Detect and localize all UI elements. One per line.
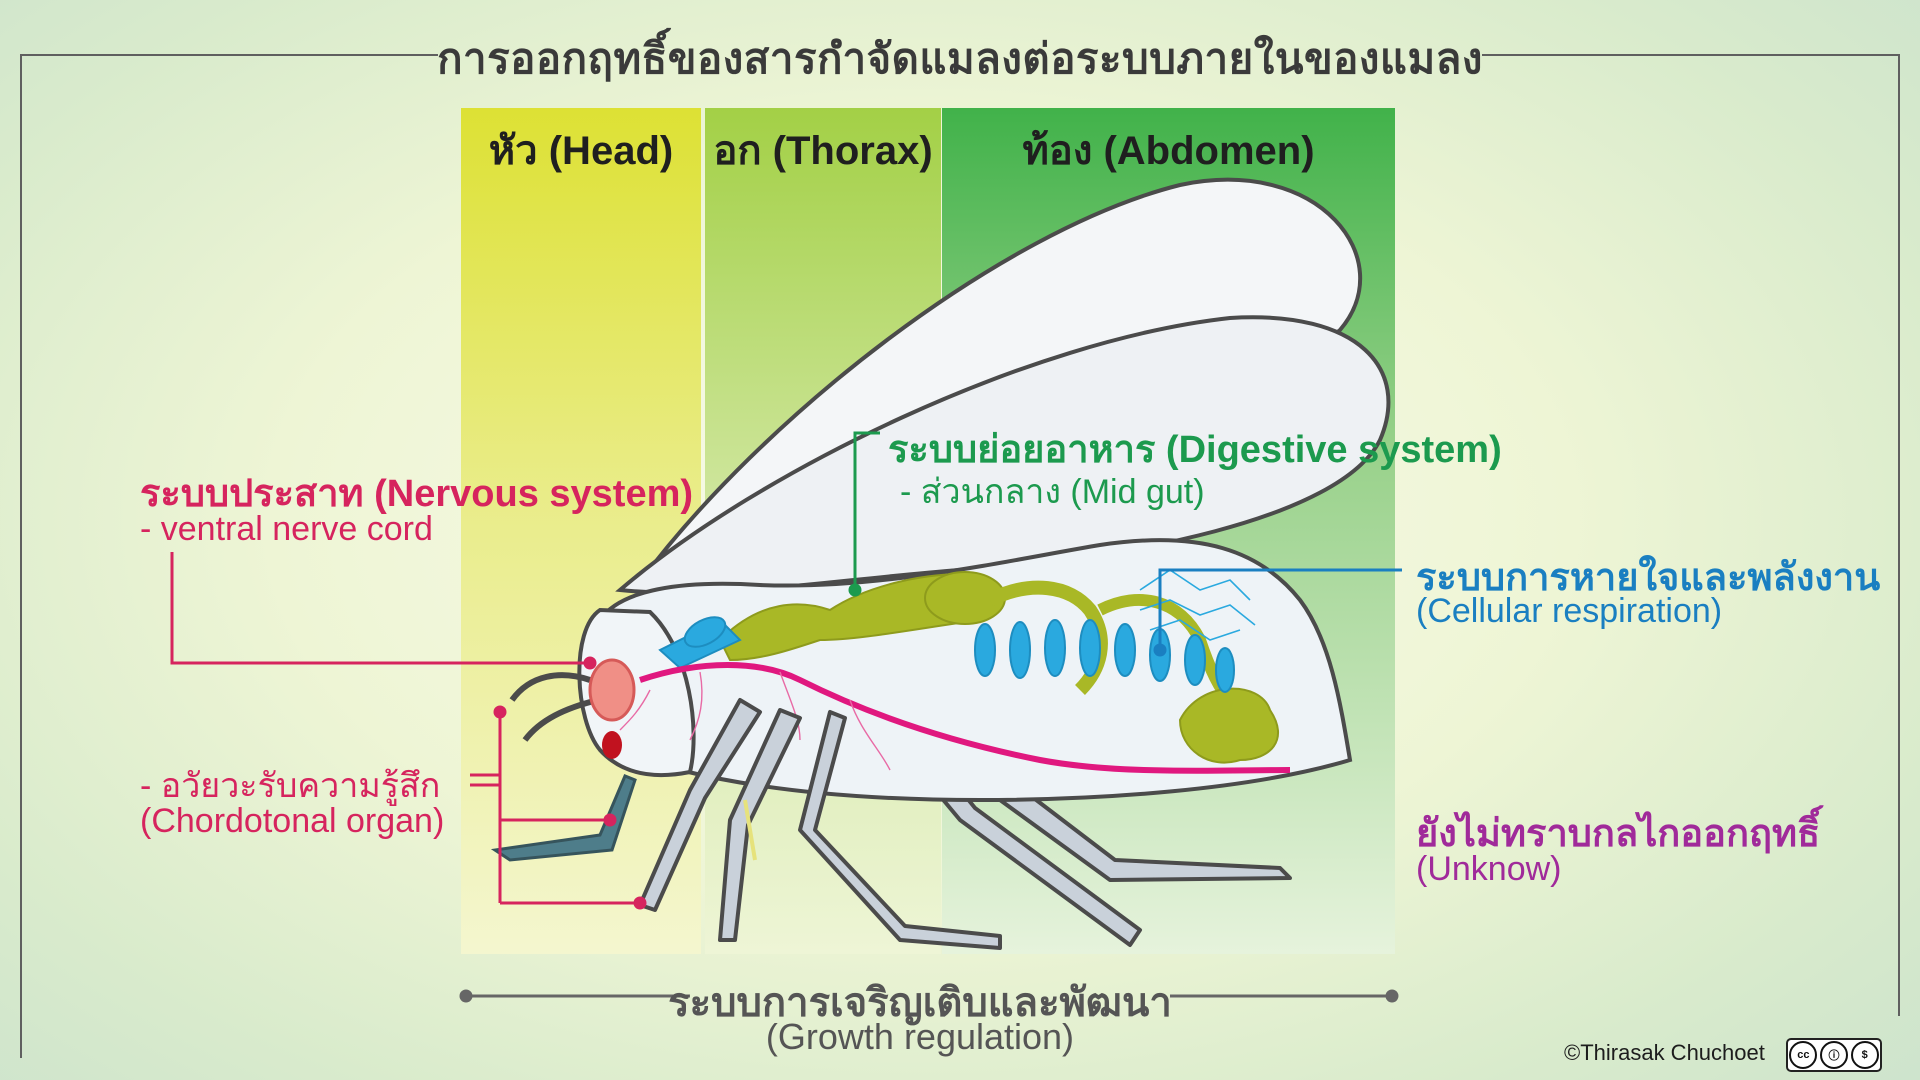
antenna-icon	[522, 697, 599, 742]
growth-sub: (Growth regulation)	[765, 1016, 1075, 1057]
frame-right	[1898, 54, 1900, 1016]
growth-title: ระบบการเจริญเติบและพัฒนา	[668, 981, 1172, 1025]
cc-license-icon: cc ⓘ $	[1786, 1038, 1882, 1072]
frame-left	[20, 54, 22, 1058]
unknown-title: ยังไม่ทราบกลไกออกฤทธิ์	[1416, 813, 1821, 855]
chordotonal-leader	[470, 705, 647, 910]
nervous-system-title: ระบบประสาท (Nervous system)	[140, 473, 694, 515]
lower-wing	[615, 315, 1391, 595]
tracheal-system	[658, 616, 1235, 693]
page-title: การออกฤทธิ์ของสารกำจัดแมลงต่อระบบภายในขอ…	[437, 35, 1483, 82]
ventral-nerve-cord	[639, 662, 1291, 774]
antenna-icon	[509, 672, 591, 702]
eye-icon	[602, 731, 622, 759]
unknown-sub: (Unknow)	[1416, 850, 1562, 888]
chordotonal-organ-en: (Chordotonal organ)	[140, 802, 445, 840]
nervous-system-sub: - ventral nerve cord	[140, 510, 433, 548]
leg-joint	[743, 799, 757, 861]
by-icon: ⓘ	[1819, 1041, 1848, 1069]
head-label: หัว (Head)	[488, 129, 674, 173]
brain-icon	[588, 658, 636, 722]
abdomen-label: ท้อง (Abdomen)	[1022, 129, 1315, 173]
digestive-system-title: ระบบย่อยอาหาร (Digestive system)	[888, 429, 1502, 471]
nervous-leader	[170, 552, 597, 670]
frame-top-right	[1482, 54, 1900, 56]
respiration-title: ระบบการหายใจและพลังงาน	[1416, 557, 1881, 599]
cc-logo-icon: cc	[1789, 1041, 1818, 1069]
digestive-system-sub: - ส่วนกลาง (Mid gut)	[900, 473, 1205, 511]
respiration-sub: (Cellular respiration)	[1416, 592, 1723, 630]
respiration-leader	[1153, 568, 1402, 657]
frame-top-left	[20, 54, 438, 56]
credit-text: ©Thirasak Chuchoet	[1564, 1040, 1765, 1065]
digestive-leader	[848, 431, 880, 597]
chordotonal-organ-th: - อวัยวะรับความรู้สึก	[140, 767, 441, 805]
mouthpart-icon	[490, 774, 637, 862]
growth-bracket	[459, 989, 1399, 1003]
nc-icon: $	[1850, 1041, 1879, 1069]
front-leg	[638, 698, 1002, 950]
nerve-branches	[619, 671, 891, 771]
thorax-label: อก (Thorax)	[713, 129, 933, 173]
